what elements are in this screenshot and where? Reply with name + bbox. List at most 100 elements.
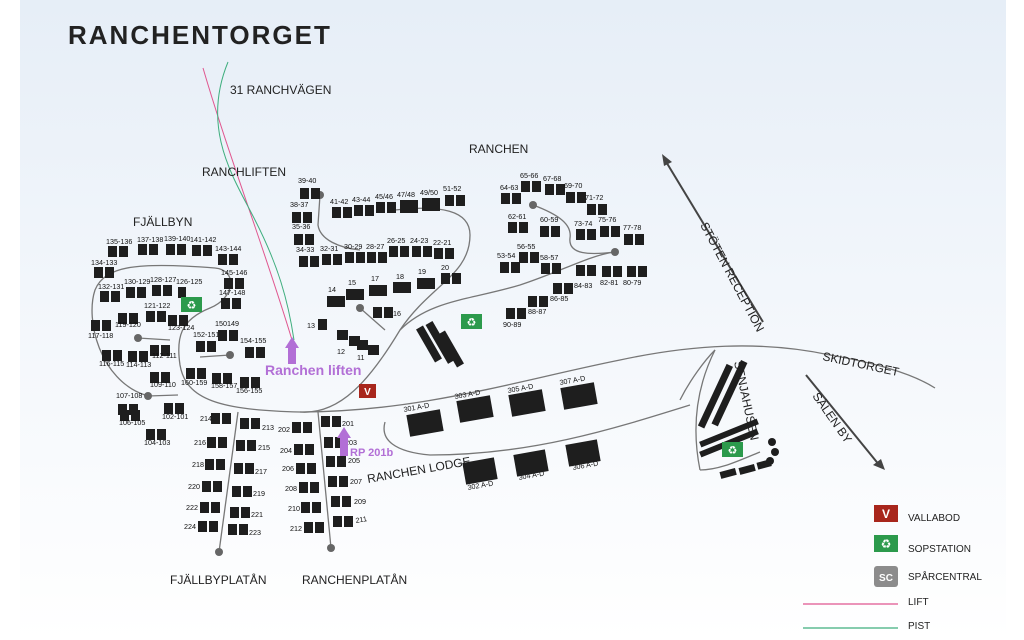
cabin-label: 107-108 xyxy=(116,391,142,400)
piste-line xyxy=(217,61,295,341)
cabin-label: 32-31 xyxy=(320,244,338,253)
cabin xyxy=(305,234,314,245)
cabin xyxy=(299,482,308,493)
cabin-label: 109-110 xyxy=(150,380,176,389)
cabin-group: 14 xyxy=(327,285,345,307)
cabin-group: 53-54 xyxy=(497,251,520,273)
cabin-group: 80-79 xyxy=(623,266,647,287)
cabin xyxy=(387,202,396,213)
cabin-group: 222 xyxy=(186,502,220,513)
cabin xyxy=(517,308,526,319)
cabin xyxy=(369,285,378,296)
cabin-label: 215 xyxy=(258,443,270,452)
cabin-label: 14 xyxy=(328,285,336,294)
cabin-group: 121-122 xyxy=(144,301,170,322)
cabin xyxy=(232,298,241,309)
cabin-group: 64-63 xyxy=(500,183,521,204)
lift-highlight-label: Ranchen liften xyxy=(265,362,361,378)
cabin xyxy=(118,404,127,415)
cabin xyxy=(129,313,138,324)
cabin xyxy=(207,341,216,352)
cabin-group: 109-110 xyxy=(150,372,176,389)
cabin-group: 202 xyxy=(278,422,312,434)
cabin-label: 201 xyxy=(342,419,354,428)
cabin xyxy=(186,368,195,379)
cabin-group: 18 xyxy=(393,272,411,293)
cabin xyxy=(322,254,331,265)
cabin xyxy=(384,307,393,318)
cabin xyxy=(168,315,177,326)
cabin-group: 220 xyxy=(188,481,222,492)
cabin-label: 106-105 xyxy=(119,418,145,427)
cabin xyxy=(324,437,333,448)
cabin xyxy=(102,350,111,361)
cabin xyxy=(307,463,316,474)
cabin-group: 116-115 xyxy=(99,350,124,368)
cabin-label: 222 xyxy=(186,503,198,512)
cabin xyxy=(552,263,561,274)
cabin xyxy=(519,252,528,263)
cabin xyxy=(539,296,548,307)
cabin xyxy=(296,463,305,474)
cabin xyxy=(635,234,644,245)
cabin-group: 211 xyxy=(333,514,368,527)
lift-line xyxy=(202,67,293,341)
cabin xyxy=(152,285,161,296)
cabin-label: 67-68 xyxy=(543,174,561,183)
cabin-label: 88-87 xyxy=(528,307,546,316)
cabin xyxy=(247,440,256,451)
cabin xyxy=(335,437,344,448)
cabin-label: 62-61 xyxy=(508,212,526,221)
label-stoten-reception: STÖTEN RECEPTION xyxy=(697,220,767,334)
cabin xyxy=(251,377,260,388)
cabin-label: 207 xyxy=(350,477,362,486)
cabin xyxy=(333,254,342,265)
cabin-group: 82-81 xyxy=(600,266,622,287)
cabin xyxy=(292,212,301,223)
cabin-group: 147-148 xyxy=(219,288,245,309)
cabin-group: 19 xyxy=(417,267,435,289)
cabin-group: 213 xyxy=(240,418,274,432)
cabin-group: 15 xyxy=(346,278,364,300)
cabin-label: 137-138 xyxy=(137,235,163,244)
cabin xyxy=(245,347,254,358)
cabin-group: 204 xyxy=(280,444,314,455)
cabin xyxy=(119,246,128,257)
cabin xyxy=(564,283,573,294)
cabin xyxy=(600,226,609,237)
cabin xyxy=(602,266,611,277)
cabin xyxy=(365,205,374,216)
cabin-label: 119-120 xyxy=(115,320,141,329)
cabin xyxy=(332,416,341,427)
cabin-group: 22-21 xyxy=(433,238,454,259)
cabin xyxy=(400,246,409,257)
cabin-group: 156-155 xyxy=(236,377,262,395)
cabin xyxy=(211,502,220,513)
cabin xyxy=(224,278,233,289)
cabin-group: 139-140 xyxy=(164,234,190,255)
cabin xyxy=(207,437,216,448)
cabin-group: 117-118 xyxy=(88,320,113,340)
cabin xyxy=(240,377,249,388)
cabin xyxy=(218,437,227,448)
cabin-label: 43-44 xyxy=(352,195,370,204)
cabin-label: 69-70 xyxy=(564,181,582,190)
cabin-label: 47/48 xyxy=(397,190,415,199)
label-salen-by: SÄLEN BY xyxy=(810,390,855,446)
cabin xyxy=(312,502,321,513)
cabin xyxy=(304,522,313,533)
cabin-label: 219 xyxy=(253,489,265,498)
cabin xyxy=(357,340,368,350)
cabin-group: 73-74 xyxy=(574,219,596,240)
cabin-label: 220 xyxy=(188,482,200,491)
cabin xyxy=(216,459,225,470)
cabin xyxy=(412,246,421,257)
cabin xyxy=(328,476,337,487)
cabin xyxy=(229,330,238,341)
cabin xyxy=(576,265,585,276)
cabin-group: 17 xyxy=(369,274,387,296)
cabin xyxy=(638,266,647,277)
legend-sparcentral: SC SPÅRCENTRAL xyxy=(874,566,982,587)
cabin-group: 104-103 xyxy=(144,429,170,447)
cabin-label: 214 xyxy=(200,414,212,423)
